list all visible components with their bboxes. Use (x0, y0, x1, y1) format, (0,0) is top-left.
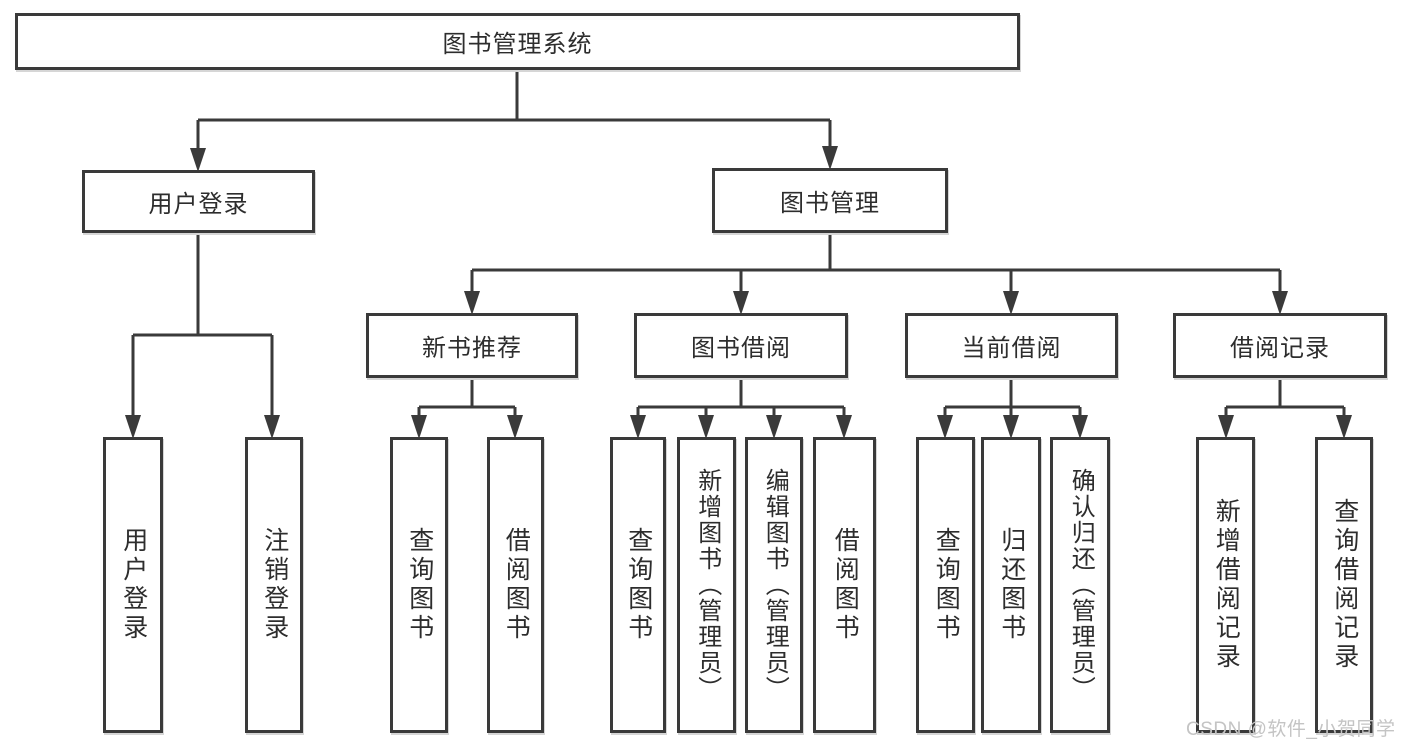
leaf-label: 注销登录 (260, 527, 289, 643)
leaf-label: 查询图书 (405, 527, 434, 643)
leaf-label: 用户登录 (119, 527, 148, 643)
leaf-query-books-3: 查询图书 (916, 437, 975, 733)
leaf-label: 借阅图书 (502, 527, 531, 643)
leaf-edit-books-admin: 编辑图书（管理员） (745, 437, 803, 733)
leaf-label: 查询图书 (932, 527, 961, 643)
leaf-label: 归还图书 (997, 527, 1026, 643)
leaf-label: 查询图书 (624, 527, 653, 643)
leaf-label: 新增图书（管理员） (693, 468, 721, 702)
node-book-management: 图书管理 (712, 168, 948, 233)
leaf-add-books-admin: 新增图书（管理员） (677, 437, 736, 733)
node-current-borrowing: 当前借阅 (905, 313, 1118, 378)
leaf-logout: 注销登录 (245, 437, 303, 733)
node-user-login: 用户登录 (82, 170, 315, 233)
leaf-label: 确认归还（管理员） (1067, 468, 1095, 702)
leaf-query-books-2: 查询图书 (610, 437, 666, 733)
leaf-user-login: 用户登录 (103, 437, 163, 733)
csdn-watermark: CSDN @软件_小贺同学 (1186, 719, 1396, 740)
leaf-borrow-books-2: 借阅图书 (813, 437, 876, 733)
node-library-system: 图书管理系统 (15, 13, 1020, 70)
leaf-query-books-1: 查询图书 (390, 437, 448, 733)
leaf-add-borrow-record: 新增借阅记录 (1196, 437, 1255, 733)
node-borrow-records: 借阅记录 (1173, 313, 1387, 378)
node-new-book-recommend: 新书推荐 (366, 313, 578, 378)
leaf-label: 借阅图书 (831, 527, 860, 643)
leaf-label: 查询借阅记录 (1330, 498, 1359, 672)
node-book-borrowing: 图书借阅 (634, 313, 848, 378)
leaf-label: 新增借阅记录 (1212, 498, 1241, 672)
leaf-label: 编辑图书（管理员） (761, 468, 789, 702)
leaf-confirm-return-admin: 确认归还（管理员） (1050, 437, 1110, 733)
leaf-return-books: 归还图书 (981, 437, 1041, 733)
leaf-query-borrow-record: 查询借阅记录 (1315, 437, 1373, 733)
leaf-borrow-books-1: 借阅图书 (487, 437, 544, 733)
